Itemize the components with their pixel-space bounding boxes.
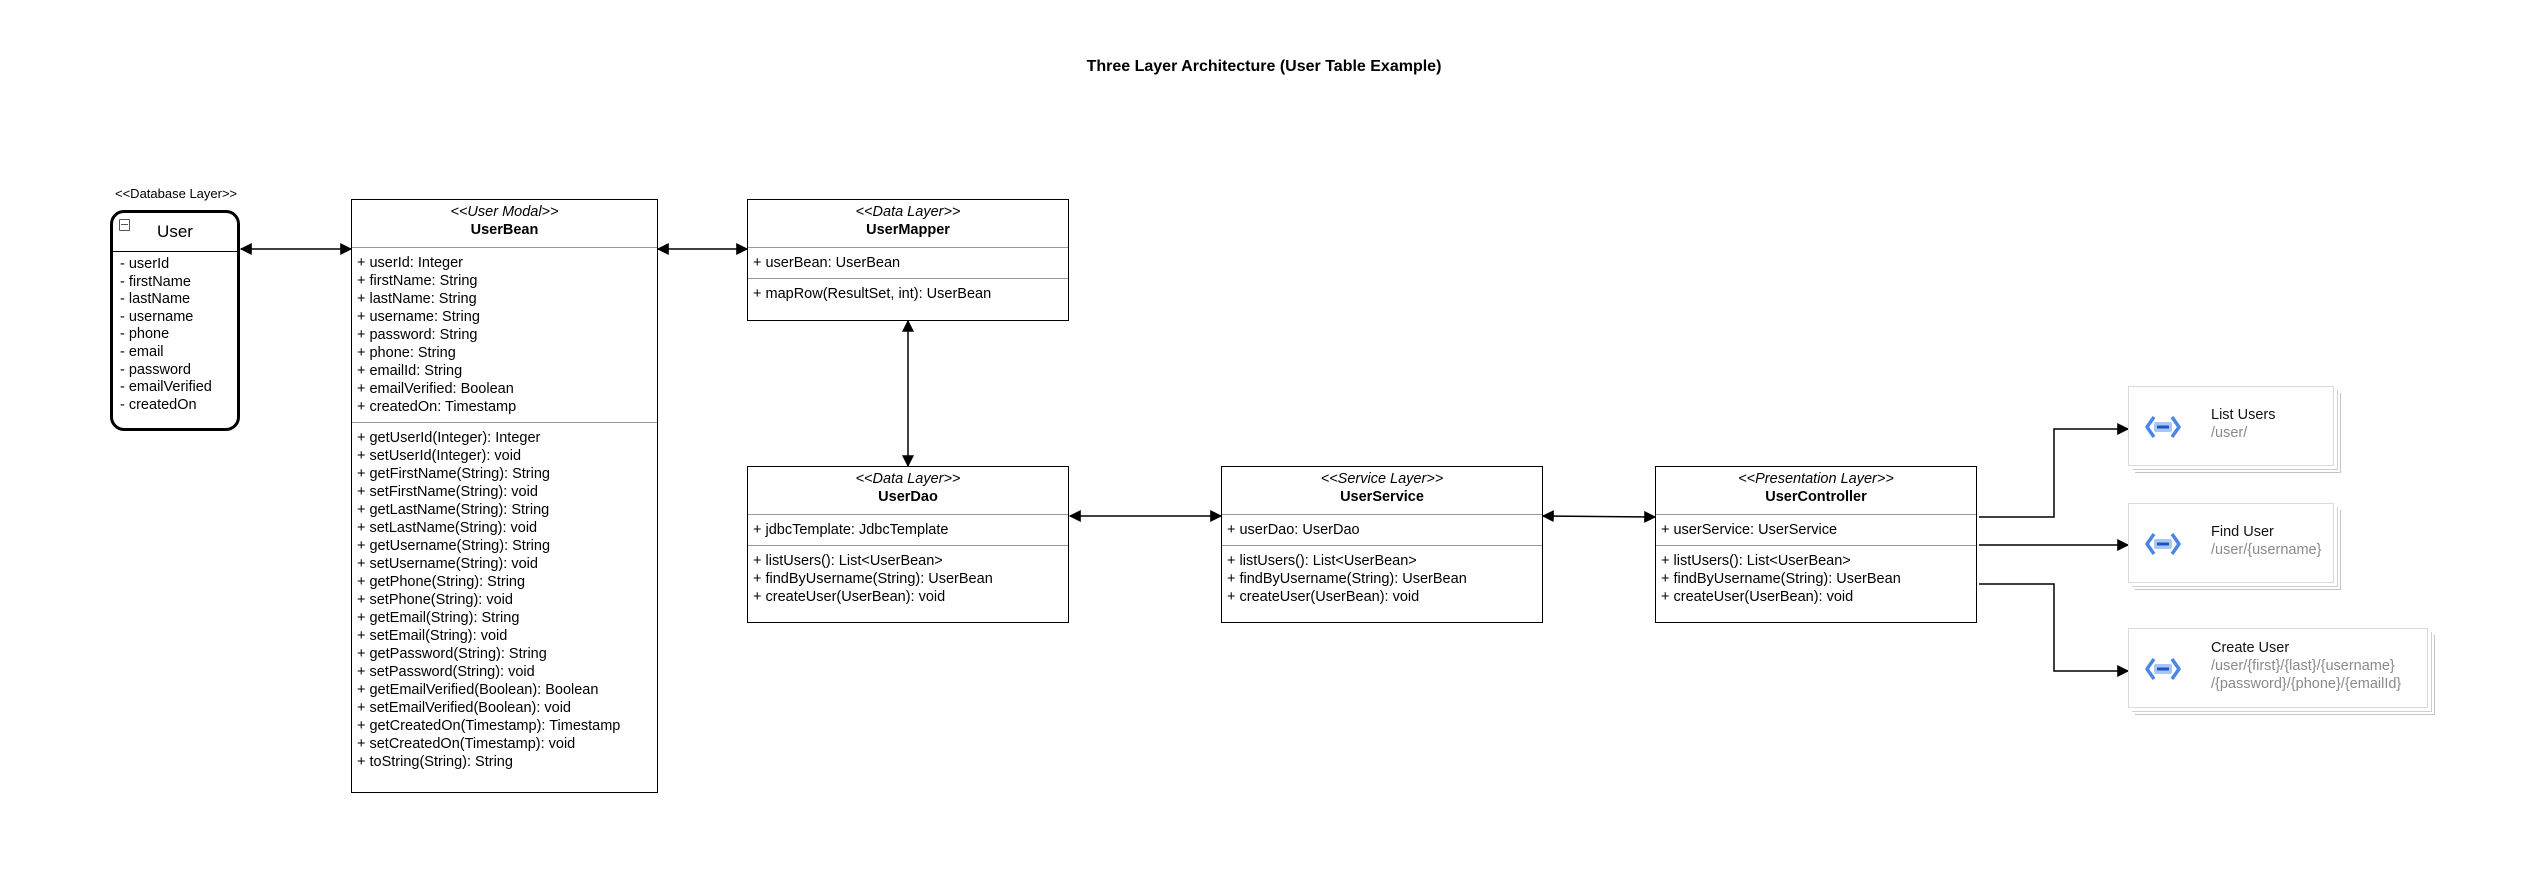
- diagram-title: Three Layer Architecture (User Table Exa…: [1086, 58, 1442, 75]
- class-method: + setEmail(String): void: [357, 628, 508, 644]
- class-attribute: + password: String: [357, 327, 478, 343]
- endpoint-path: /{password}/{phone}/{emailId}: [2211, 676, 2402, 692]
- class-name: UserService: [1340, 489, 1424, 505]
- class-method: + getCreatedOn(Timestamp): Timestamp: [357, 718, 621, 734]
- class-methods: + mapRow(ResultSet, int): UserBean: [748, 278, 1068, 309]
- class-method: + setLastName(String): void: [357, 520, 538, 536]
- class-attributes: + userId: Integer + firstName: String + …: [352, 248, 657, 422]
- endpoint-card-find-user[interactable]: Find User /user/{username}: [2128, 503, 2334, 583]
- class-attributes: + userService: UserService: [1656, 515, 1976, 545]
- class-method: + getEmailVerified(Boolean): Boolean: [357, 682, 599, 698]
- class-attributes: + userDao: UserDao: [1222, 515, 1542, 545]
- class-method: + setFirstName(String): void: [357, 484, 538, 500]
- class-method: + getUsername(String): String: [357, 538, 551, 554]
- class-method: + setPassword(String): void: [357, 664, 535, 680]
- entity-fields: - userId - firstName - lastName - userna…: [113, 252, 237, 414]
- class-method: + createUser(UserBean): void: [753, 589, 946, 605]
- endpoint-path: /user/: [2211, 425, 2248, 441]
- usercontroller-class[interactable]: <<Presentation Layer>> UserController + …: [1655, 466, 1977, 623]
- userbean-class[interactable]: <<User Modal>> UserBean + userId: Intege…: [351, 199, 658, 793]
- class-method: + listUsers(): List<UserBean>: [753, 553, 943, 569]
- endpoint-path: /user/{username}: [2211, 542, 2322, 558]
- class-attribute: + emailId: String: [357, 363, 463, 379]
- class-stereotype: <<Presentation Layer>>: [1738, 471, 1894, 487]
- endpoint-card-create-user[interactable]: Create User /user/{first}/{last}/{userna…: [2128, 628, 2428, 708]
- connector-userservice-usercontroller: [1541, 510, 1657, 523]
- class-method: + findByUsername(String): UserBean: [753, 571, 993, 587]
- class-attributes: + jdbcTemplate: JdbcTemplate: [748, 515, 1068, 545]
- endpoint-title: Create User: [2211, 640, 2290, 656]
- api-endpoint-icon: [2145, 415, 2181, 439]
- class-method: + setPhone(String): void: [357, 592, 513, 608]
- connector-controller-create-user: [1979, 583, 2130, 677]
- entity-field: - email: [120, 343, 164, 360]
- class-attribute: + firstName: String: [357, 273, 478, 289]
- entity-field: - emailVerified: [120, 379, 212, 396]
- table-icon: [119, 219, 130, 231]
- api-endpoint-icon: [2145, 657, 2181, 681]
- class-attribute: + userService: UserService: [1661, 522, 1838, 538]
- entity-name: User: [113, 213, 237, 252]
- class-method: + getUserId(Integer): Integer: [357, 430, 541, 446]
- class-attribute: + username: String: [357, 309, 480, 325]
- userdao-class[interactable]: <<Data Layer>> UserDao + jdbcTemplate: J…: [747, 466, 1069, 623]
- class-methods: + getUserId(Integer): Integer + setUserI…: [352, 422, 657, 777]
- class-name: UserBean: [470, 222, 539, 238]
- class-method: + getLastName(String): String: [357, 502, 550, 518]
- class-name: UserMapper: [866, 222, 950, 238]
- endpoint-card-list-users[interactable]: List Users /user/: [2128, 386, 2334, 466]
- class-method: + findByUsername(String): UserBean: [1227, 571, 1467, 587]
- class-attribute: + phone: String: [357, 345, 456, 361]
- class-stereotype: <<User Modal>>: [450, 204, 559, 220]
- class-methods: + listUsers(): List<UserBean> + findByUs…: [1222, 545, 1542, 612]
- class-method: + getPassword(String): String: [357, 646, 547, 662]
- class-method: + createUser(UserBean): void: [1661, 589, 1854, 605]
- entity-field: - phone: [120, 326, 170, 343]
- user-table-entity[interactable]: User - userId - firstName - lastName - u…: [110, 210, 240, 431]
- class-methods: + listUsers(): List<UserBean> + findByUs…: [748, 545, 1068, 612]
- database-layer-label: <<Database Layer>>: [115, 186, 238, 201]
- class-method: + mapRow(ResultSet, int): UserBean: [753, 286, 992, 302]
- class-method: + createUser(UserBean): void: [1227, 589, 1420, 605]
- class-method: + getFirstName(String): String: [357, 466, 550, 482]
- class-method: + getPhone(String): String: [357, 574, 526, 590]
- class-attribute: + emailVerified: Boolean: [357, 381, 514, 397]
- connector-controller-list-users: [1979, 423, 2130, 518]
- entity-field: - userId: [120, 256, 170, 272]
- class-stereotype: <<Data Layer>>: [855, 471, 961, 487]
- class-attribute: + userDao: UserDao: [1227, 522, 1360, 538]
- entity-field: - lastName: [120, 291, 191, 308]
- class-method: + setUsername(String): void: [357, 556, 538, 572]
- class-method: + setEmailVerified(Boolean): void: [357, 700, 571, 716]
- class-attribute: + createdOn: Timestamp: [357, 399, 517, 415]
- class-methods: + listUsers(): List<UserBean> + findByUs…: [1656, 545, 1976, 612]
- class-attributes: + userBean: UserBean: [748, 248, 1068, 278]
- class-stereotype: <<Service Layer>>: [1320, 471, 1444, 487]
- class-attribute: + userId: Integer: [357, 255, 463, 271]
- class-method: + toString(String): String: [357, 754, 513, 770]
- userservice-class[interactable]: <<Service Layer>> UserService + userDao:…: [1221, 466, 1543, 623]
- class-name: UserController: [1765, 489, 1867, 505]
- class-attribute: + jdbcTemplate: JdbcTemplate: [753, 522, 949, 538]
- class-method: + listUsers(): List<UserBean>: [1227, 553, 1417, 569]
- entity-field: - username: [120, 308, 194, 325]
- entity-field: - createdOn: [120, 396, 197, 413]
- entity-field: - firstName: [120, 273, 191, 290]
- class-name: UserDao: [878, 489, 938, 505]
- class-attribute: + userBean: UserBean: [753, 255, 901, 271]
- class-stereotype: <<Data Layer>>: [855, 204, 961, 220]
- class-method: + setUserId(Integer): void: [357, 448, 522, 464]
- api-endpoint-icon: [2145, 532, 2181, 556]
- class-method: + listUsers(): List<UserBean>: [1661, 553, 1851, 569]
- endpoint-title: List Users: [2211, 407, 2276, 423]
- class-method: + setCreatedOn(Timestamp): void: [357, 736, 576, 752]
- class-method: + findByUsername(String): UserBean: [1661, 571, 1901, 587]
- endpoint-path: /user/{first}/{last}/{username}: [2211, 658, 2395, 674]
- class-method: + getEmail(String): String: [357, 610, 520, 626]
- entity-field: - password: [120, 361, 191, 378]
- usermapper-class[interactable]: <<Data Layer>> UserMapper + userBean: Us…: [747, 199, 1069, 321]
- class-attribute: + lastName: String: [357, 291, 477, 307]
- endpoint-title: Find User: [2211, 524, 2274, 540]
